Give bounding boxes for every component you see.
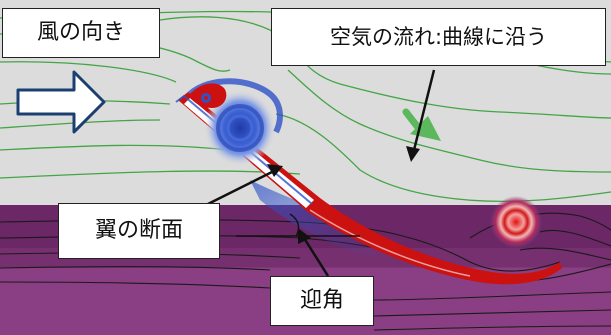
wing-section-label: 翼の断面: [58, 203, 220, 259]
air-flow-label: 空気の流れ:曲線に沿う: [271, 8, 606, 66]
callout-arrows: [207, 69, 436, 277]
leading-vortex: [187, 78, 283, 166]
wind-direction-label: 風の向き: [2, 8, 160, 58]
wind-arrow-icon: [16, 70, 106, 134]
trailing-vortex: [490, 196, 542, 248]
attack-angle-label: 迎角: [270, 276, 374, 326]
